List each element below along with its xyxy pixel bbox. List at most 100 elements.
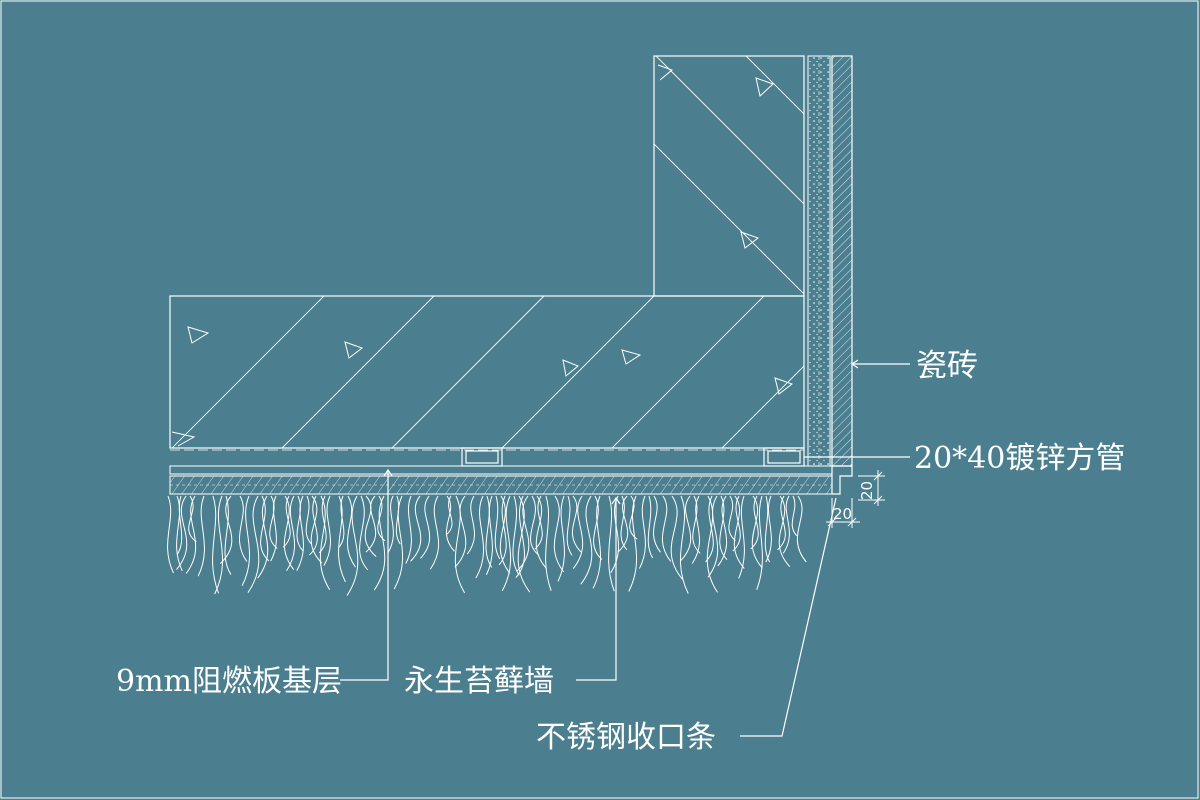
moss-frond [517, 495, 530, 572]
moss-frond [247, 495, 260, 593]
moss-frond [764, 495, 770, 563]
moss-frond [197, 495, 205, 577]
moss-frond [387, 495, 394, 553]
moss-frond [653, 495, 661, 553]
moss-frond [791, 495, 798, 537]
moss-frond [365, 495, 377, 553]
moss-frond [499, 495, 511, 574]
moss-frond [167, 495, 174, 574]
moss-frond [176, 495, 183, 572]
moss-frond [512, 495, 520, 576]
moss-frond [395, 495, 401, 545]
moss-frond [310, 495, 323, 564]
moss-frond [219, 495, 233, 564]
moss-frond [176, 495, 188, 570]
moss-frond [214, 495, 223, 595]
moss-frond [270, 495, 277, 562]
moss-frond [777, 495, 786, 551]
moss-frond [750, 495, 759, 550]
moss-frond [515, 495, 525, 578]
moss-frond [177, 495, 183, 555]
moss-frond [318, 495, 327, 554]
moss-frond [466, 495, 475, 555]
moss-frond [429, 495, 440, 570]
label-pipe: 20*40镀锌方管 [914, 441, 1125, 476]
moss-frond [680, 495, 689, 594]
moss-frond [485, 495, 493, 568]
moss-frond [796, 495, 807, 563]
moss-frond [296, 495, 304, 572]
moss-frond [364, 495, 377, 558]
label-base-board: 9mm阻燃板基层 [116, 664, 342, 699]
moss-frond [445, 495, 453, 536]
moss-frond [647, 495, 654, 559]
moss-frond [738, 495, 745, 579]
moss-frond [212, 495, 219, 594]
moss-frond [534, 495, 543, 550]
moss-frond [706, 495, 718, 593]
moss-frond [498, 495, 507, 566]
moss-frond [705, 495, 714, 563]
dimension-horizontal: 20 [833, 505, 852, 523]
moss-frond [188, 495, 197, 543]
leader-lines [340, 359, 910, 737]
moss-frond [405, 495, 412, 564]
moss-frond [338, 495, 346, 583]
moss-frond [323, 495, 331, 566]
moss-frond [782, 495, 790, 554]
label-tile: 瓷砖 [916, 348, 978, 384]
moss-frond [296, 495, 304, 552]
moss-frond [608, 495, 615, 592]
moss-frond [241, 495, 250, 587]
moss-frond [765, 495, 772, 563]
moss-frond [638, 495, 646, 569]
steel-trim-strip [831, 465, 853, 495]
moss-frond [628, 495, 637, 592]
moss-frond [751, 495, 763, 569]
galvanized-pipe-section [461, 447, 805, 467]
moss-frond [691, 495, 701, 564]
moss-frond [486, 495, 493, 575]
moss-frond [580, 495, 593, 585]
tile-layer [831, 55, 853, 467]
moss-frond [592, 495, 601, 589]
moss-frond [572, 495, 584, 569]
moss-frond [319, 495, 331, 590]
dimension-marks [826, 470, 885, 528]
label-moss-wall: 永生苔藓墙 [404, 664, 554, 699]
moss-frond [454, 495, 466, 594]
moss-frond [629, 495, 638, 540]
moss-frond [553, 495, 565, 573]
moss-frond [680, 495, 692, 561]
label-trim-strip: 不锈钢收口条 [536, 720, 716, 755]
moss-frond [286, 495, 296, 571]
moss-frond [494, 495, 501, 560]
moss-frond [346, 495, 356, 568]
moss-frond [571, 495, 582, 553]
moss-frond [545, 495, 552, 591]
moss-frond [224, 495, 232, 575]
moss-frond [283, 495, 295, 570]
moss-frond [756, 495, 763, 591]
moss-frond [338, 495, 345, 549]
moss-frond [617, 495, 629, 553]
moss-frond [728, 495, 736, 541]
moss-frond [733, 495, 745, 569]
moss-frond [269, 495, 278, 550]
moss-frond [557, 495, 565, 582]
moss-frond [359, 495, 369, 571]
moss-frond [670, 495, 683, 580]
moss-frond [282, 495, 291, 548]
moss-frond [445, 495, 455, 552]
moss-frond [707, 495, 719, 578]
moss-fronds [167, 495, 807, 596]
moss-frond [661, 495, 672, 562]
moss-frond [238, 495, 248, 562]
moss-frond [185, 495, 197, 574]
vertical-concrete-wall [653, 55, 805, 297]
moss-frond [778, 495, 791, 567]
moss-frond [420, 495, 431, 559]
